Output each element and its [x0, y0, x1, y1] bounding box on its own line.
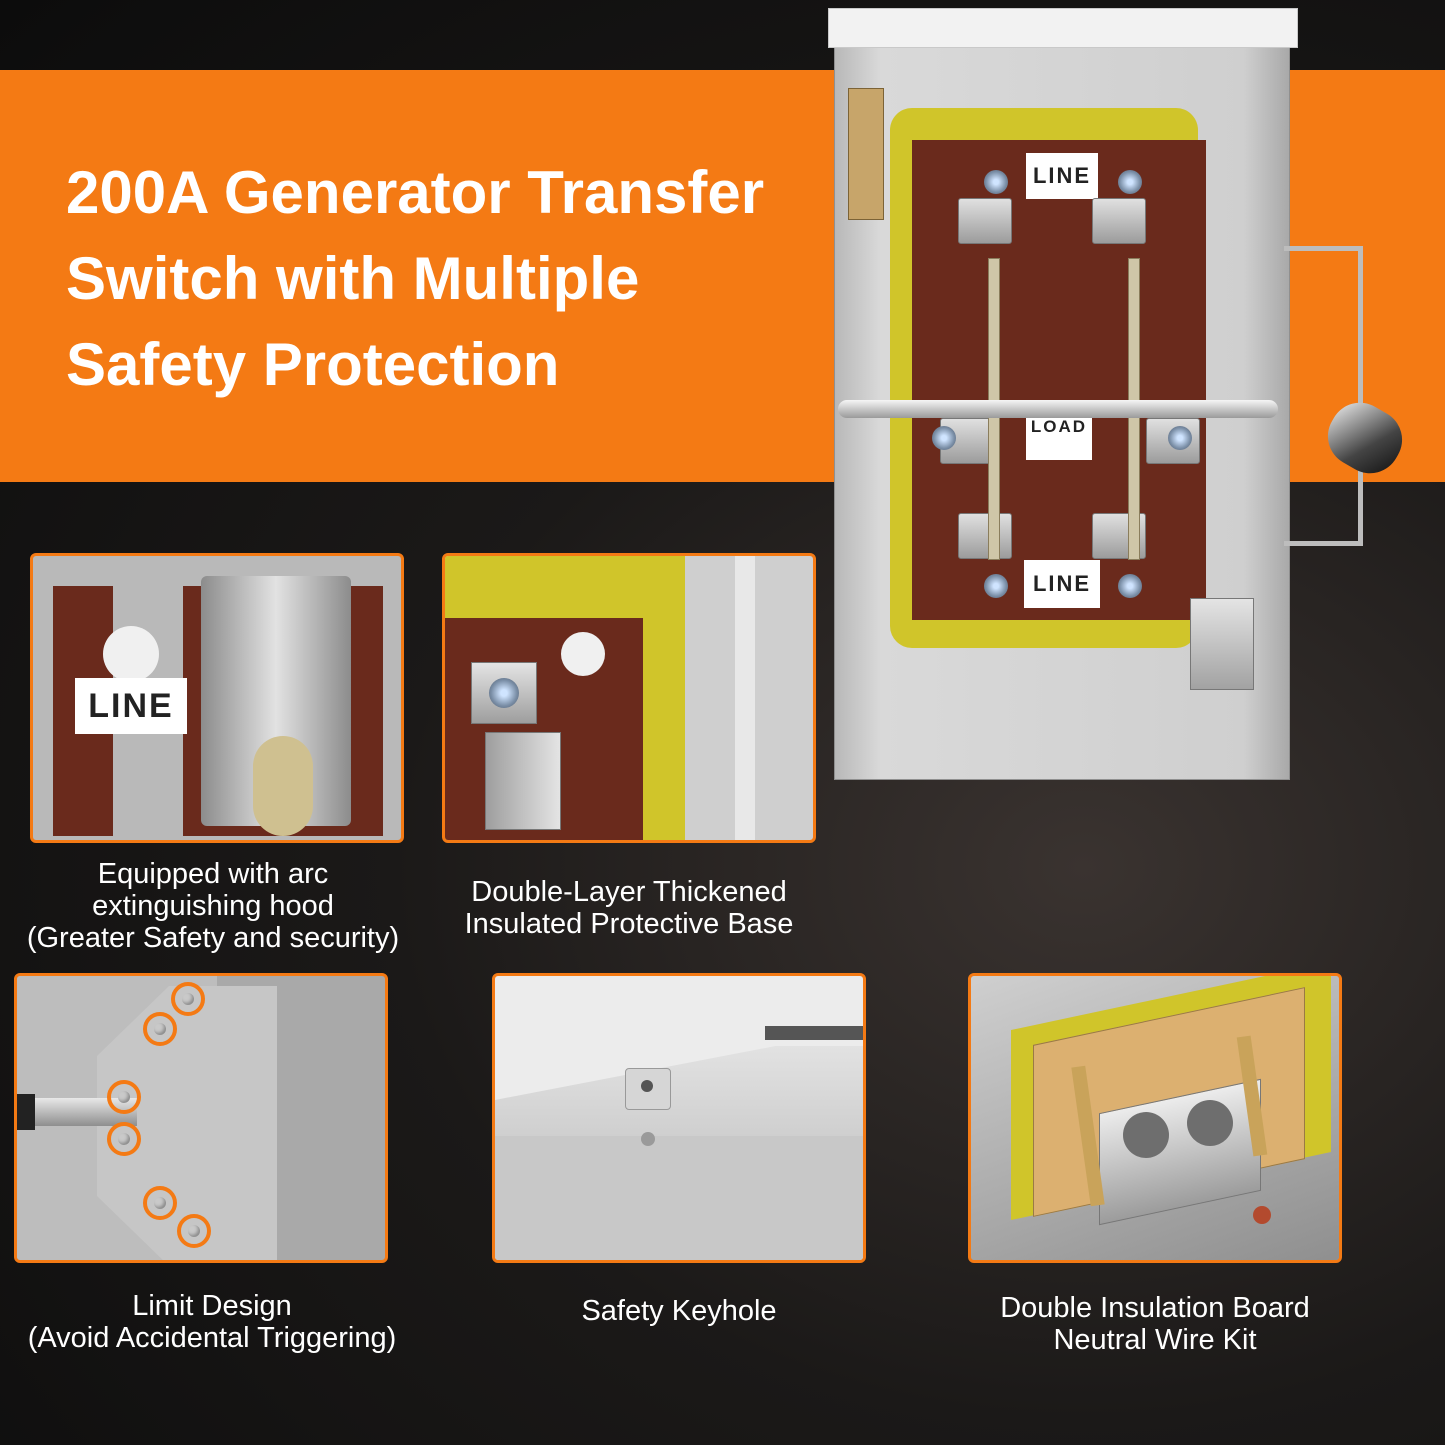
feature-caption-safety-keyhole: Safety Keyhole [492, 1295, 866, 1327]
feature-panel-neutral-kit [968, 973, 1342, 1263]
wire-hole [1187, 1100, 1233, 1146]
blade-tip [253, 736, 313, 836]
feature-caption-limit-design: Limit Design (Avoid Accidental Triggerin… [2, 1290, 422, 1354]
rod-end [17, 1094, 35, 1130]
line-label-closeup: LINE [75, 678, 187, 734]
shadow-edge [765, 1026, 863, 1040]
insulator-dot [561, 632, 605, 676]
page-title: 200A Generator Transfer Switch with Mult… [66, 150, 826, 408]
screw-icon [932, 426, 956, 450]
enclosure-edge [735, 556, 755, 840]
switch-board [912, 140, 1206, 620]
terminal-lug [958, 198, 1012, 244]
feature-panel-limit-design [14, 973, 388, 1263]
neutral-bar-right [1190, 598, 1254, 690]
highlight-circle-icon [143, 1186, 177, 1220]
keyhole-icon [641, 1080, 653, 1092]
terminal-lug [1092, 198, 1146, 244]
highlight-circle-icon [143, 1012, 177, 1046]
line-label-top: LINE [1026, 153, 1098, 199]
enclosure-lid [828, 8, 1298, 48]
enclosure-top [495, 1046, 863, 1136]
feature-panel-safety-keyhole [492, 973, 866, 1263]
caption-line: Limit Design [132, 1290, 292, 1322]
feature-caption-neutral-kit: Double Insulation Board Neutral Wire Kit [960, 1292, 1350, 1356]
title-line-2: Switch with Multiple [66, 245, 640, 312]
operating-bar [838, 400, 1278, 418]
feature-panel-arc-hood: LINE [30, 553, 404, 843]
highlight-circle-icon [171, 982, 205, 1016]
neutral-bar-left [848, 88, 884, 220]
feature-panel-insulated-base [442, 553, 816, 843]
caption-line: Equipped with arc [97, 858, 329, 890]
feature-caption-insulated-base: Double-Layer Thickened Insulated Protect… [430, 876, 828, 940]
highlight-circle-icon [107, 1122, 141, 1156]
caption-line: Safety Keyhole [581, 1295, 777, 1327]
screw-icon [1168, 426, 1192, 450]
screw-icon [984, 170, 1008, 194]
caption-line: Insulated Protective Base [464, 908, 794, 940]
screw-icon [984, 574, 1008, 598]
screw-icon [1118, 574, 1142, 598]
highlight-circle-icon [107, 1080, 141, 1114]
contact-clip [485, 732, 561, 830]
screw-icon [1118, 170, 1142, 194]
caption-line: (Avoid Accidental Triggering) [27, 1322, 397, 1354]
caption-line: Neutral Wire Kit [1053, 1324, 1257, 1356]
caption-line: extinguishing hood [92, 890, 334, 922]
indicator-dot [1253, 1206, 1271, 1224]
line-label-bottom: LINE [1024, 560, 1100, 608]
title-line-3: Safety Protection [66, 331, 560, 398]
insulator-dot [103, 626, 159, 682]
wire-hole [1123, 1112, 1169, 1158]
screw-icon [489, 678, 519, 708]
transfer-switch-image: LINE LOAD LINE [828, 8, 1414, 780]
title-line-1: 200A Generator Transfer [66, 159, 765, 226]
feature-caption-arc-hood: Equipped with arc extinguishing hood (Gr… [8, 858, 418, 954]
terminal-lug [958, 513, 1012, 559]
enclosure-front [495, 1136, 863, 1260]
rivet [641, 1132, 655, 1146]
caption-line: Double Insulation Board [1000, 1292, 1310, 1324]
caption-line: (Greater Safety and security) [26, 922, 400, 954]
caption-line: Double-Layer Thickened [471, 876, 787, 908]
handle-guard [1284, 246, 1363, 546]
load-label: LOAD [1026, 412, 1092, 460]
highlight-circle-icon [177, 1214, 211, 1248]
